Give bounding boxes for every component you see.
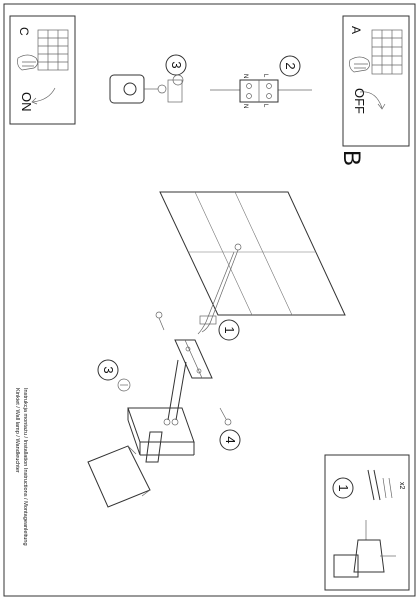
quantity-label: x2 bbox=[398, 482, 405, 490]
step-1-number: 1 bbox=[336, 484, 351, 491]
lamp-base bbox=[127, 407, 195, 456]
wall-mounting-surface bbox=[159, 191, 346, 316]
wall-plugs-icon bbox=[367, 469, 393, 501]
curved-arrow-icon bbox=[32, 87, 56, 103]
caption-product: Kinkiet / Wall lamp / Wandleuchter bbox=[14, 388, 20, 473]
terminal-n-bottom: N bbox=[242, 104, 248, 108]
drilling-panel-frame bbox=[324, 454, 410, 591]
supply-cable bbox=[211, 249, 239, 319]
step-1-main-badge bbox=[218, 319, 240, 341]
step-3-main-number: 3 bbox=[101, 366, 116, 373]
step-2-wiring: 2 N L N L bbox=[210, 55, 312, 108]
ceiling-hole bbox=[234, 243, 242, 251]
panel-c-caption: ON bbox=[19, 92, 34, 112]
section-b-letter: B bbox=[338, 150, 365, 166]
fuse-box-icon bbox=[371, 29, 403, 75]
screw-icon bbox=[155, 311, 165, 331]
step-1-badge bbox=[332, 477, 354, 499]
terminal-l-bottom: L bbox=[262, 104, 268, 108]
step-3-number: 3 bbox=[169, 61, 184, 68]
step-3-connection: 3 bbox=[109, 54, 187, 104]
connector-sleeve bbox=[199, 315, 217, 325]
panel-c-frame bbox=[9, 15, 76, 125]
fuse-box-icon bbox=[37, 29, 69, 71]
page-border bbox=[3, 3, 416, 597]
mounting-bracket bbox=[174, 339, 213, 379]
step-1-main-number: 1 bbox=[222, 326, 237, 333]
step-4-badge bbox=[219, 429, 241, 451]
step-3-badge bbox=[165, 54, 187, 76]
hand-icon bbox=[349, 56, 370, 73]
long-screws-icon bbox=[163, 359, 187, 426]
step-3-main-badge bbox=[97, 359, 119, 381]
panel-a-caption: OFF bbox=[352, 88, 367, 114]
hand-icon bbox=[17, 54, 38, 71]
step-2-number: 2 bbox=[283, 62, 298, 69]
terminal-l-top: L bbox=[262, 74, 268, 78]
drill-icon bbox=[333, 520, 396, 578]
panel-a-frame bbox=[342, 15, 410, 147]
wall-plate bbox=[159, 191, 346, 316]
curved-arrow-icon bbox=[359, 91, 383, 109]
drilling-panel: 1 x2 bbox=[324, 454, 410, 591]
panel-a-letter: A bbox=[349, 26, 363, 34]
locking-screw-icon bbox=[219, 407, 232, 426]
panel-a-switch-off: A OFF bbox=[342, 15, 410, 147]
step-2-badge bbox=[279, 55, 301, 77]
caption-title: Instrukcja montażu / Installation Instru… bbox=[22, 388, 28, 546]
terminal-n-top: N bbox=[242, 74, 248, 78]
lamp-spotlight bbox=[87, 445, 151, 508]
screwdriver-icon bbox=[167, 79, 183, 103]
lamp-arm bbox=[145, 431, 163, 463]
wall-plug-icon bbox=[117, 378, 131, 392]
panel-c-switch-on: C ON bbox=[9, 15, 76, 125]
step-4-number: 4 bbox=[223, 436, 238, 443]
lamp-head-icon bbox=[109, 74, 145, 104]
panel-c-letter: C bbox=[17, 27, 31, 36]
